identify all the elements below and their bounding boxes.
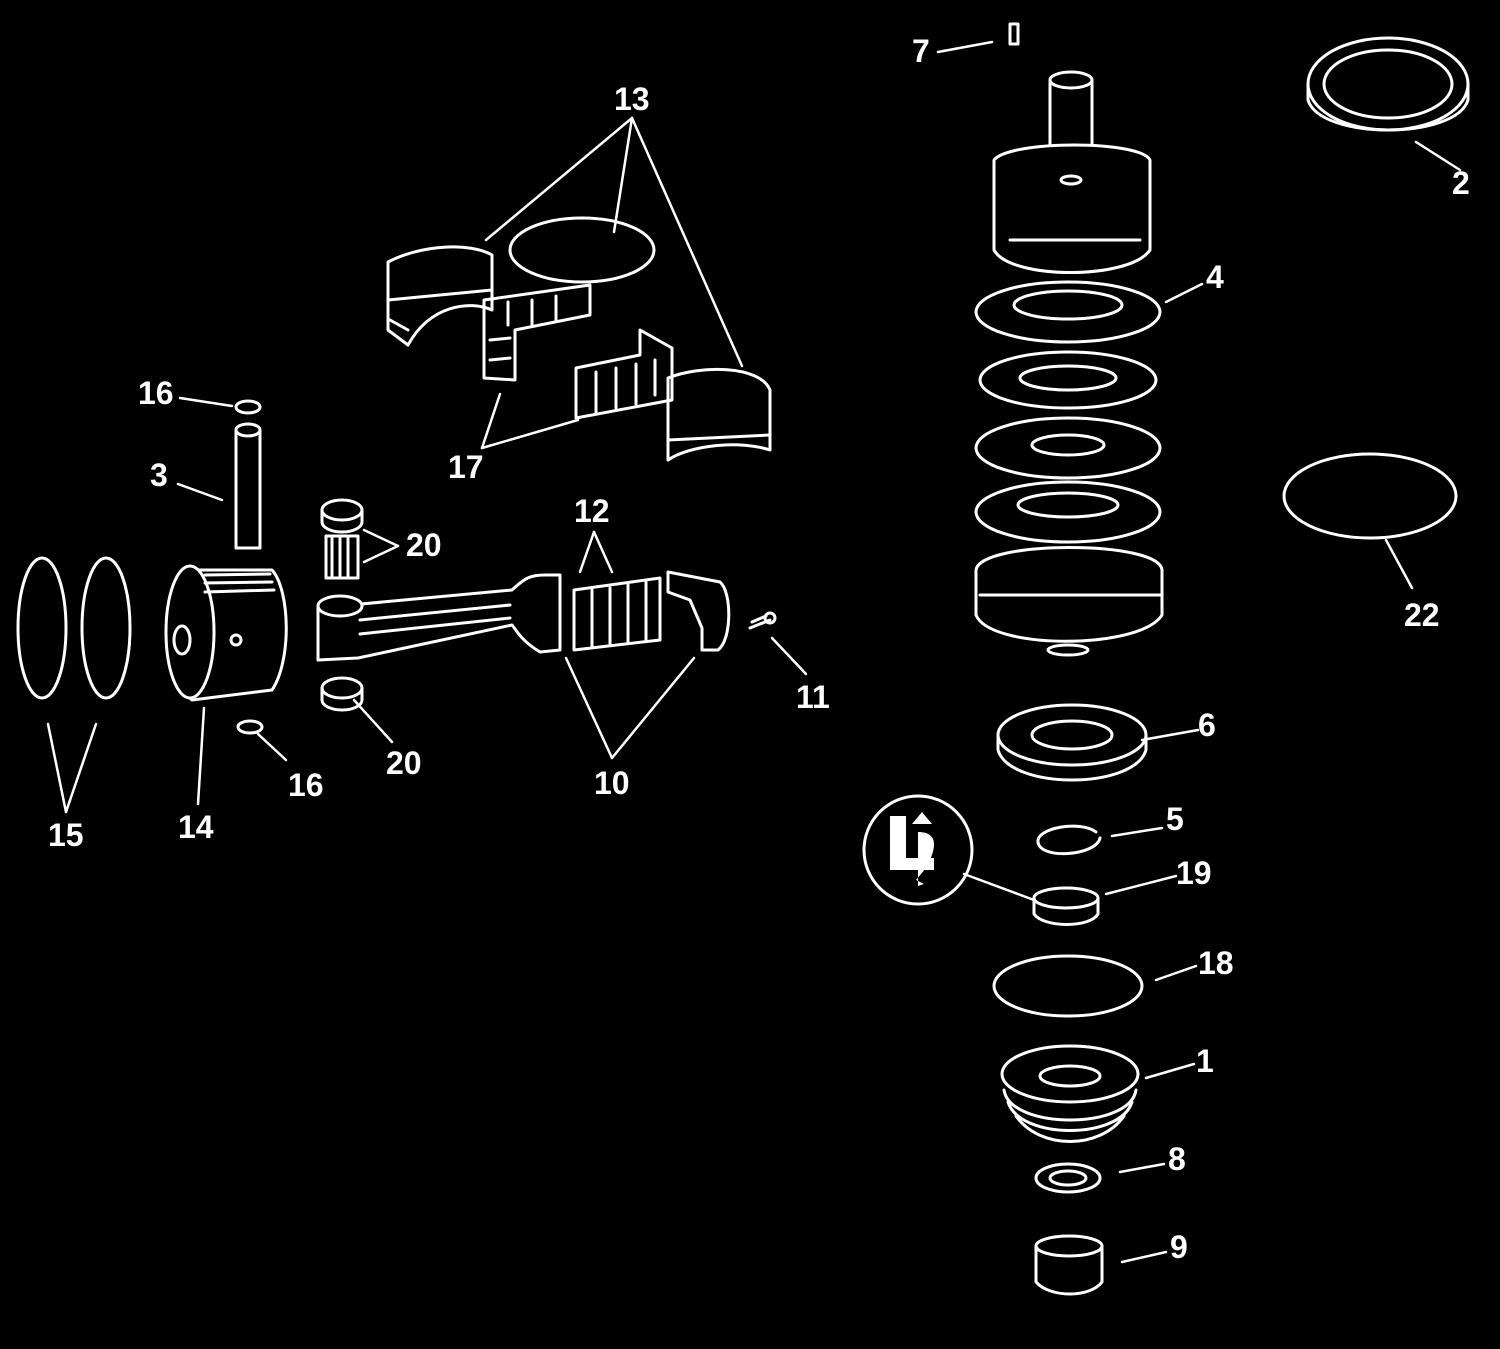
part-14-piston: [164, 564, 288, 702]
part-22-o-ring: [1282, 452, 1458, 540]
callout-labels: 13 17 16 3 20 12 11 10 15 14 16 20 7 2 4…: [48, 33, 1470, 1265]
part-20-upper-bearing: [320, 498, 364, 580]
callout-16-lower: 16: [288, 767, 324, 803]
part-2-seal-ring: [1306, 36, 1470, 132]
callout-11: 11: [796, 679, 830, 715]
callout-3: 3: [150, 457, 168, 493]
callout-22: 22: [1404, 597, 1440, 633]
part-8-seal: [1034, 1162, 1102, 1194]
part-9-bushing: [1034, 1234, 1104, 1296]
callout-16-upper: 16: [138, 375, 174, 411]
callout-20-upper: 20: [406, 527, 442, 563]
part-15-piston-rings: [16, 556, 132, 700]
part-19-seal: [1032, 886, 1100, 926]
callout-6: 6: [1198, 707, 1216, 743]
callout-9: 9: [1170, 1229, 1188, 1265]
callout-12: 12: [574, 493, 610, 529]
part-20-lower-washer: [320, 676, 364, 712]
part-13-main-bearing-set: [386, 216, 772, 462]
callout-14: 14: [178, 809, 214, 845]
callout-7: 7: [912, 33, 930, 69]
part-4-crankshaft: [974, 70, 1164, 657]
part-12-rod-bearing-cage: [572, 576, 662, 652]
callout-19: 19: [1176, 855, 1212, 891]
lubricant-symbol-icon: [862, 794, 974, 906]
callout-2: 2: [1452, 165, 1470, 201]
callout-13: 13: [614, 81, 650, 117]
callout-15: 15: [48, 817, 84, 853]
part-5-snap-ring: [1036, 824, 1102, 856]
part-17-needle-bearing-cages: [482, 283, 674, 420]
leader-lines: [46, 40, 1462, 1264]
part-11-screw: [748, 611, 777, 630]
part-10-rod-cap: [666, 570, 731, 652]
part-6-ball-bearing: [996, 703, 1148, 782]
callout-20-lower: 20: [386, 745, 422, 781]
connecting-rod: [316, 573, 562, 662]
callout-17: 17: [448, 449, 484, 485]
part-1-bearing-housing: [1000, 1044, 1140, 1143]
callout-18: 18: [1198, 945, 1234, 981]
callout-1: 1: [1196, 1043, 1214, 1079]
callout-5: 5: [1166, 801, 1184, 837]
callout-4: 4: [1206, 259, 1224, 295]
part-18-o-ring: [992, 954, 1144, 1018]
callout-10: 10: [594, 765, 630, 801]
part-16-upper-clip: [234, 399, 262, 415]
part-3-wrist-pin: [234, 422, 262, 550]
callout-8: 8: [1168, 1141, 1186, 1177]
part-7-dowel-pin: [1008, 22, 1020, 46]
part-16-lower-clip: [236, 719, 264, 735]
